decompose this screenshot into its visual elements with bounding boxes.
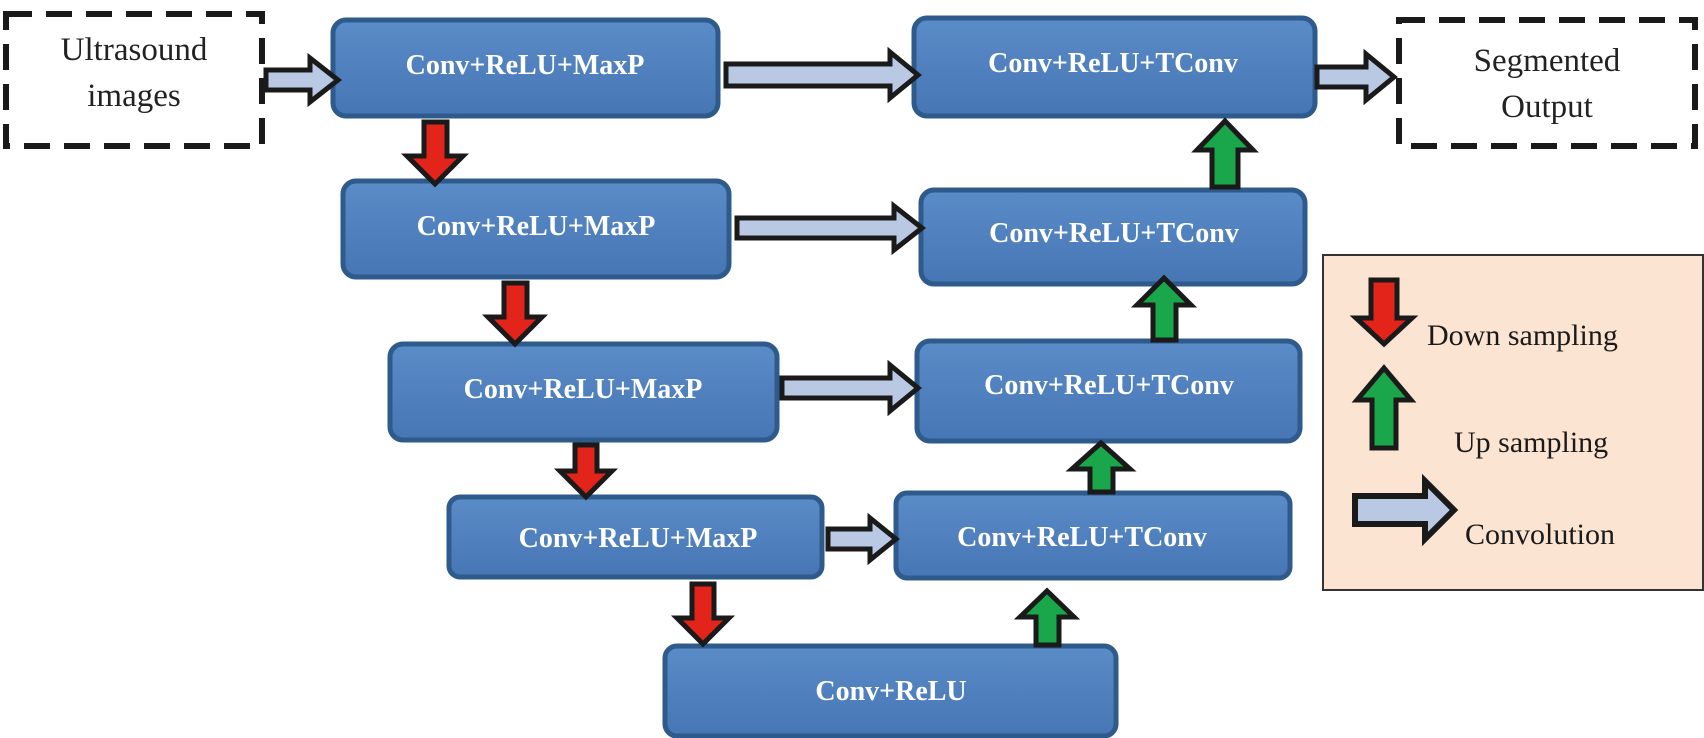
down-arrow-1 <box>400 119 470 188</box>
legend-up-label: Up sampling <box>1454 426 1608 459</box>
decoder-block-1-label: Conv+ReLU+TConv <box>988 48 1238 79</box>
decoder-block-3-label: Conv+ReLU+TConv <box>984 370 1234 401</box>
decoder-block-4: Conv+ReLU+TConv <box>893 490 1293 581</box>
encoder-block-2-label: Conv+ReLU+MaxP <box>417 211 656 242</box>
bottleneck-block: Conv+ReLU <box>662 643 1119 738</box>
conv-arrow-3 <box>779 359 922 417</box>
legend-up-arrow-icon <box>1351 364 1417 451</box>
up-arrow-3 <box>1130 274 1198 343</box>
up-arrow-4 <box>1191 117 1259 190</box>
decoder-block-3: Conv+ReLU+TConv <box>914 338 1303 444</box>
output-box: Segmented Output <box>1396 17 1698 149</box>
encoder-block-3: Conv+ReLU+MaxP <box>387 341 780 443</box>
encoder-block-1: Conv+ReLU+MaxP <box>330 17 721 119</box>
conv-arrow-4 <box>825 512 900 566</box>
output-label-line2: Output <box>1501 89 1593 125</box>
down-arrow-3 <box>553 442 619 501</box>
encoder-block-3-label: Conv+ReLU+MaxP <box>464 374 703 405</box>
output-label-line1: Segmented <box>1474 43 1621 79</box>
legend-conv-label: Convolution <box>1465 518 1615 551</box>
conv-arrow-output <box>1314 48 1398 106</box>
decoder-block-1: Conv+ReLU+TConv <box>911 15 1318 119</box>
encoder-block-4-label: Conv+ReLU+MaxP <box>519 523 758 554</box>
bottleneck-label: Conv+ReLU <box>815 676 966 707</box>
conv-arrow-2 <box>734 200 927 256</box>
legend-conv-arrow-icon <box>1352 473 1459 547</box>
input-label-line2: images <box>87 78 180 114</box>
legend-down-arrow-icon <box>1349 277 1419 348</box>
up-arrow-2 <box>1065 439 1137 495</box>
decoder-block-4-label: Conv+ReLU+TConv <box>957 522 1207 553</box>
input-label-line1: Ultrasound <box>61 32 208 68</box>
conv-arrow-input <box>263 52 343 108</box>
decoder-block-2-label: Conv+ReLU+TConv <box>989 218 1239 249</box>
conv-arrow-1 <box>723 46 922 104</box>
down-arrow-4 <box>670 581 736 648</box>
decoder-block-2: Conv+ReLU+TConv <box>918 187 1308 287</box>
encoder-block-1-label: Conv+ReLU+MaxP <box>406 50 645 81</box>
legend-down-label: Down sampling <box>1427 319 1618 352</box>
legend: Down sampling Up sampling Convolution <box>1322 254 1704 591</box>
encoder-block-2: Conv+ReLU+MaxP <box>340 178 732 280</box>
encoder-block-4: Conv+ReLU+MaxP <box>446 494 825 580</box>
input-box: Ultrasound images <box>3 11 265 149</box>
down-arrow-2 <box>481 280 549 348</box>
up-arrow-1 <box>1013 587 1081 648</box>
